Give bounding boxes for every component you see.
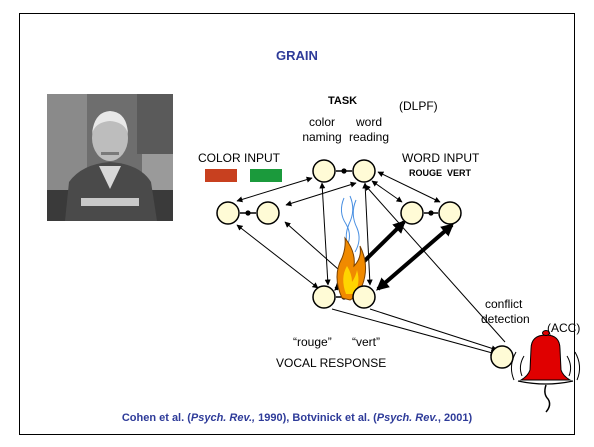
word-input-node-rouge bbox=[400, 201, 424, 225]
word-input-node-vert bbox=[438, 201, 462, 225]
citation-journal: Psych. Rev., bbox=[190, 412, 256, 424]
word-reading-label-line2: reading bbox=[348, 130, 390, 144]
alarm-bell-icon bbox=[510, 330, 581, 413]
slide-frame bbox=[19, 13, 575, 435]
word-reading-label-line1: word bbox=[355, 115, 382, 129]
connection-arrows bbox=[236, 171, 506, 356]
response-node-vert bbox=[352, 285, 376, 309]
conflict-detection-label-line1: conflict bbox=[485, 297, 523, 311]
response-node-rouge bbox=[312, 285, 336, 309]
citation-part: 1990), Botvinick et al. ( bbox=[255, 412, 377, 424]
color-naming-label-line2: naming bbox=[302, 130, 342, 144]
flame-icon bbox=[336, 236, 366, 301]
task-label: TASK bbox=[328, 95, 358, 107]
citation: Cohen et al. (Psych. Rev., 1990), Botvin… bbox=[0, 412, 594, 424]
color-input-label: COLOR INPUT bbox=[198, 151, 281, 165]
conflict-detection-label-line2: detection bbox=[481, 312, 530, 326]
word-input-sublabel: ROUGE VERT bbox=[409, 168, 472, 178]
dlpfc-label: (DLPF) bbox=[399, 99, 438, 113]
slide-title: GRAIN bbox=[276, 48, 318, 63]
conflict-detection-node bbox=[490, 345, 514, 369]
vocal-response-label: VOCAL RESPONSE bbox=[276, 356, 387, 370]
green-color-swatch bbox=[250, 169, 282, 182]
smoke-wisps bbox=[340, 195, 360, 253]
network-nodes bbox=[216, 159, 514, 369]
person-photo bbox=[47, 94, 173, 221]
task-node-color-naming bbox=[312, 159, 336, 183]
color-input-node-green bbox=[256, 201, 280, 225]
acc-label: (ACC) bbox=[547, 321, 581, 335]
citation-part: , 2001) bbox=[437, 412, 473, 424]
response-vert-label: “vert” bbox=[352, 335, 380, 349]
color-input-node-red bbox=[216, 201, 240, 225]
task-node-word-reading bbox=[352, 159, 376, 183]
word-input-label: WORD INPUT bbox=[402, 151, 480, 165]
citation-part: Cohen et al. ( bbox=[121, 412, 191, 424]
citation-journal: Psych. Rev. bbox=[376, 412, 438, 424]
red-color-swatch bbox=[205, 169, 237, 182]
color-naming-label-line1: color bbox=[308, 115, 335, 129]
response-rouge-label: “rouge” bbox=[293, 335, 332, 349]
